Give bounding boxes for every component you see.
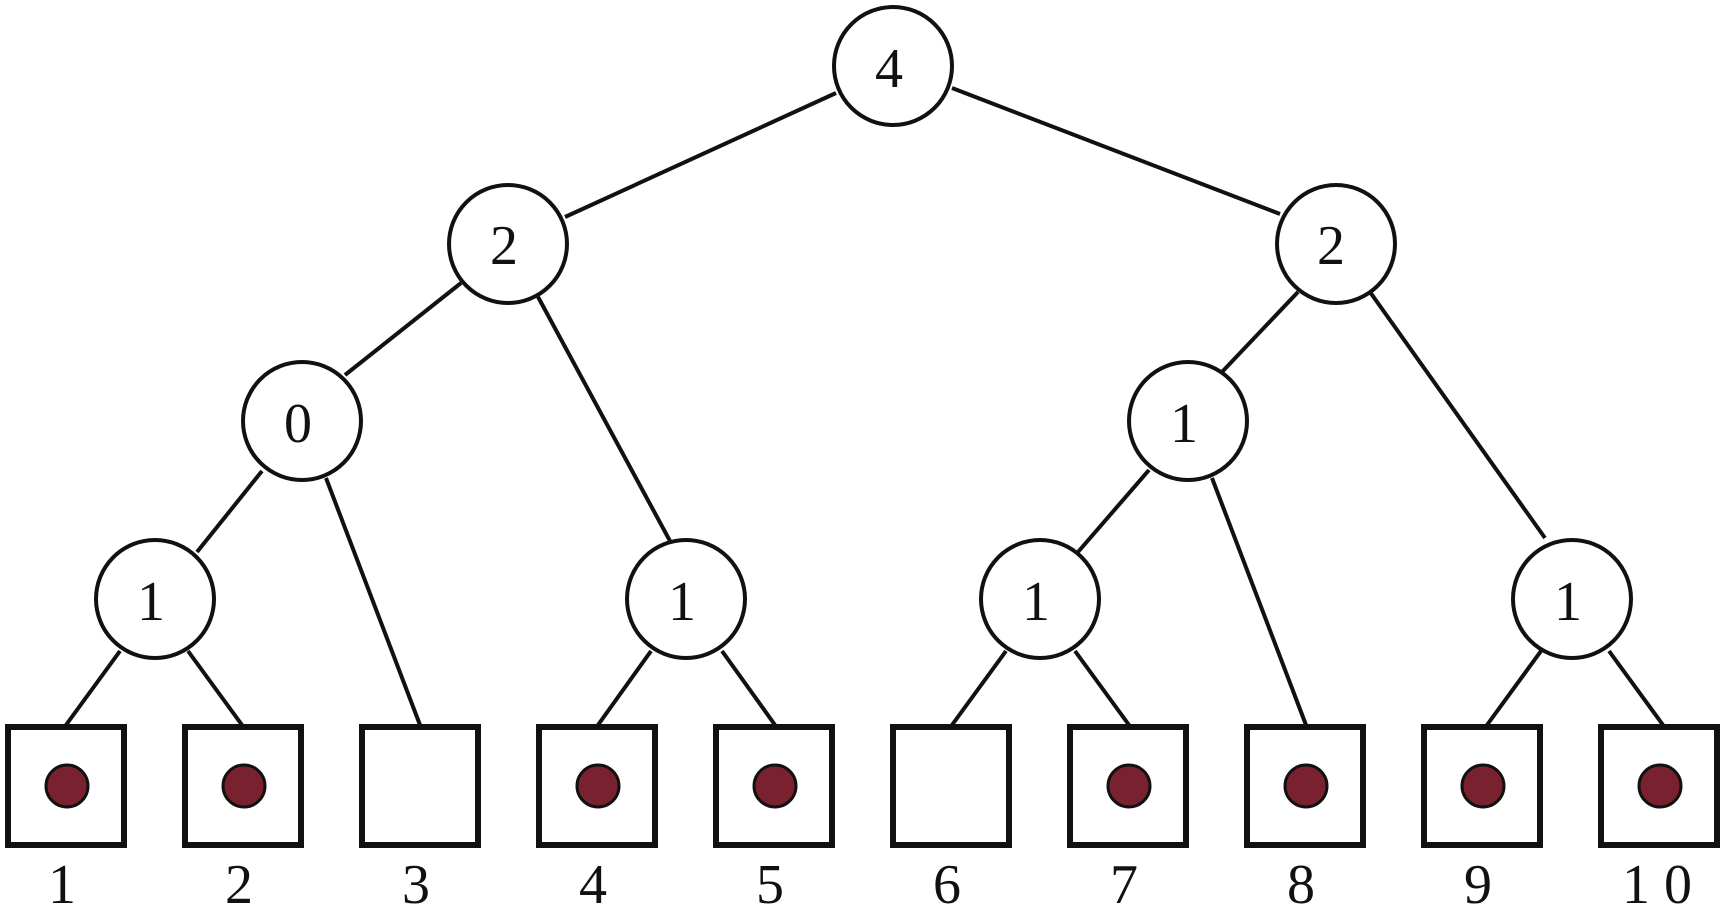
edge-right-rr [1368,290,1547,540]
node-label: 1 [1554,571,1582,633]
node-right-left-left: 1 [979,538,1101,660]
leaf-dot [752,763,798,809]
node-left: 2 [447,183,569,305]
node-root: 4 [832,5,954,127]
edge-llr-leaf4 [596,649,653,727]
node-circle [832,5,954,127]
node-circle [1127,360,1249,482]
leaf-2: 2 [182,724,304,910]
node-right-right: 1 [1511,538,1633,660]
edge-lll-leaf2 [186,649,244,727]
leaf-10: 1 0 [1598,724,1720,910]
node-circle [979,538,1101,660]
leaf-label: 9 [1464,854,1492,910]
node-circle [1511,538,1633,660]
leaf-9: 9 [1421,724,1543,910]
tree-nodes: 4 2 2 0 1 1 1 1 [94,5,1633,660]
node-right-left: 1 [1127,360,1249,482]
edge-rr-leaf10 [1607,649,1665,727]
edge-right-rl [1219,290,1300,375]
edge-rll-leaf7 [1073,649,1131,727]
leaf-5: 5 [713,724,835,910]
node-circle [625,538,747,660]
edge-root-left [564,91,837,219]
edge-llr-leaf5 [720,649,777,727]
node-label: 0 [284,393,312,455]
node-circle [1275,183,1397,305]
node-label: 1 [668,571,696,633]
leaf-box [359,724,481,848]
node-circle [447,183,569,305]
node-label: 4 [875,38,903,100]
leaf-8: 8 [1244,724,1366,910]
leaf-dot [1637,763,1683,809]
leaf-dot [1283,763,1329,809]
node-label: 1 [1022,571,1050,633]
leaf-label: 8 [1287,854,1315,910]
leaf-label: 1 0 [1622,854,1692,910]
node-label: 2 [1317,215,1345,277]
tree-edges [64,86,1665,727]
node-label: 1 [137,571,165,633]
leaf-label: 6 [933,854,961,910]
leaf-4: 4 [536,724,658,910]
node-right: 2 [1275,183,1397,305]
node-left-left: 0 [241,360,363,482]
leaf-label: 7 [1110,854,1138,910]
edge-root-right [951,86,1281,216]
leaf-dot [575,763,621,809]
leaf-box [890,724,1012,848]
leaf-label: 4 [579,854,607,910]
leaf-dot [44,763,90,809]
edge-left-llr [535,294,672,542]
edge-rll-leaf6 [950,649,1008,727]
edge-lll-leaf1 [64,649,122,727]
node-circle [94,538,216,660]
edge-ll-leaf3 [324,477,422,726]
node-label: 2 [490,215,518,277]
leaf-box [1421,724,1543,848]
node-left-right: 1 [625,538,747,660]
leaf-3: 3 [359,724,481,910]
edge-ll-lll [195,469,264,554]
leaf-6: 6 [890,724,1012,910]
leaf-dot [1106,763,1152,809]
leaf-label: 2 [225,854,253,910]
leaf-label: 5 [756,854,784,910]
leaf-dot [1460,763,1506,809]
node-label: 1 [1170,393,1198,455]
node-left-left-left: 1 [94,538,216,660]
leaf-1: 1 [5,724,127,910]
node-circle [241,360,363,482]
leaf-dot [221,763,267,809]
leaf-7: 7 [1067,724,1189,910]
tree-leaves: 1 2 3 4 5 6 7 [5,724,1720,910]
leaf-label: 1 [48,854,76,910]
edge-left-ll [343,281,463,377]
edge-rr-leaf9 [1485,649,1543,727]
edge-rl-leaf8 [1210,477,1308,726]
leaf-label: 3 [402,854,430,910]
edge-rl-rll [1076,468,1151,554]
